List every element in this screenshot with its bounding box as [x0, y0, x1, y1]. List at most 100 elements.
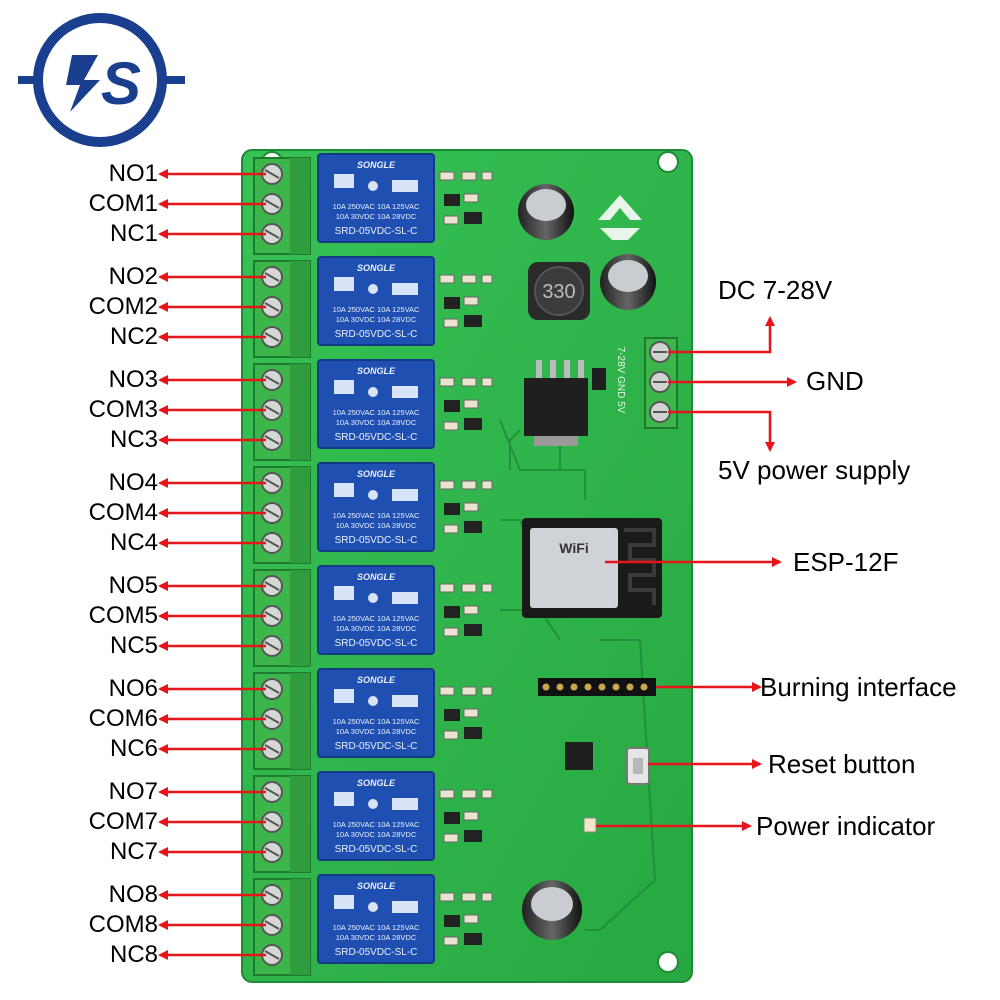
diode [592, 368, 606, 390]
power-silkscreen: 7-28V GND 5V [615, 347, 626, 414]
relay-brand: SONGLE [357, 469, 396, 479]
label-com: COM4 [88, 499, 158, 526]
smd-components [439, 892, 493, 946]
label-nc: NC8 [109, 941, 158, 968]
terminal-screw [261, 738, 283, 760]
label-no: NO1 [108, 160, 158, 187]
relay-cert-mark [368, 902, 378, 912]
header-pin [612, 683, 620, 691]
terminal-screw [261, 884, 283, 906]
relay-logo-mark [334, 895, 354, 909]
mount-hole [657, 951, 679, 973]
relay-cert-mark [368, 490, 378, 500]
terminal-screw [261, 399, 283, 421]
relay-rating1: 10A 250VAC 10A 125VAC [333, 614, 420, 623]
relay-ul-mark [392, 695, 418, 707]
smd-components [439, 583, 493, 637]
relay-cert-mark [368, 284, 378, 294]
label-com: COM1 [88, 190, 158, 217]
relay-rating1: 10A 250VAC 10A 125VAC [333, 202, 420, 211]
relay-rating2: 10A 30VDC 10A 28VDC [336, 830, 417, 839]
header-pin [584, 683, 592, 691]
header-pin [542, 683, 550, 691]
header-pin [556, 683, 564, 691]
terminal-block [253, 466, 311, 564]
relay-ul-mark [392, 489, 418, 501]
label-com: COM6 [88, 705, 158, 732]
relay-brand: SONGLE [357, 572, 396, 582]
terminal-block [253, 672, 311, 770]
terminal-block [253, 878, 311, 976]
relay-ul-mark [392, 283, 418, 295]
burning-interface-header [538, 678, 656, 696]
relay-cert-mark [368, 593, 378, 603]
power-led [583, 817, 597, 833]
arrow-5v [668, 410, 775, 452]
label-nc: NC5 [109, 632, 158, 659]
terminal-block [253, 775, 311, 873]
relay-ul-mark [392, 901, 418, 913]
smd-components [439, 686, 493, 740]
arrows-layer [158, 169, 266, 960]
relay-model: SRD-05VDC-SL-C [335, 432, 418, 443]
label-no: NO7 [108, 778, 158, 805]
relay-ul-mark [392, 592, 418, 604]
label-gnd: GND [806, 366, 864, 396]
smd-components [439, 789, 493, 843]
relay-rating1: 10A 250VAC 10A 125VAC [333, 923, 420, 932]
relay-logo-mark [334, 483, 354, 497]
label-dc: DC 7-28V [718, 275, 833, 305]
terminal-block [253, 363, 311, 461]
relay-rating2: 10A 30VDC 10A 28VDC [336, 418, 417, 427]
reset-button [626, 747, 650, 785]
label-power-indicator: Power indicator [756, 811, 936, 841]
brand-logo: S [18, 13, 185, 147]
label-burning-interface: Burning interface [760, 672, 957, 702]
label-reset-button: Reset button [768, 749, 916, 779]
smd-components [439, 377, 493, 431]
relay-model: SRD-05VDC-SL-C [335, 844, 418, 855]
relay-model: SRD-05VDC-SL-C [335, 947, 418, 958]
relay-rating1: 10A 250VAC 10A 125VAC [333, 408, 420, 417]
wifi-label: WiFi [559, 540, 588, 556]
relay-brand: SONGLE [357, 675, 396, 685]
logo-letter: S [101, 50, 141, 117]
relay-rating1: 10A 250VAC 10A 125VAC [333, 305, 420, 314]
label-nc: NC4 [109, 529, 158, 556]
relay-model: SRD-05VDC-SL-C [335, 535, 418, 546]
terminals-layer [253, 157, 311, 976]
smd-components [439, 480, 493, 534]
relay-rating1: 10A 250VAC 10A 125VAC [333, 717, 420, 726]
label-nc: NC6 [109, 735, 158, 762]
relay-brand: SONGLE [357, 160, 396, 170]
relay-rating1: 10A 250VAC 10A 125VAC [333, 820, 420, 829]
power-inductor: 330 [528, 262, 590, 320]
inductor-label: 330 [542, 281, 575, 303]
relay-rating2: 10A 30VDC 10A 28VDC [336, 315, 417, 324]
label-nc: NC3 [109, 426, 158, 453]
relay-ul-mark [392, 180, 418, 192]
header-pin [598, 683, 606, 691]
callout-arrows [596, 316, 797, 831]
electrolytic-capacitor [600, 254, 656, 310]
header-pin [626, 683, 634, 691]
header-pin [640, 683, 648, 691]
mount-hole [657, 151, 679, 173]
voltage-regulator [524, 360, 588, 446]
relay-rating2: 10A 30VDC 10A 28VDC [336, 521, 417, 530]
relay-rating2: 10A 30VDC 10A 28VDC [336, 624, 417, 633]
relay-cert-mark [368, 387, 378, 397]
label-com: COM7 [88, 808, 158, 835]
header-pin [570, 683, 578, 691]
relay-rating1: 10A 250VAC 10A 125VAC [333, 511, 420, 520]
relay-ul-mark [392, 798, 418, 810]
relay-brand: SONGLE [357, 881, 396, 891]
relay-logo-mark [334, 277, 354, 291]
